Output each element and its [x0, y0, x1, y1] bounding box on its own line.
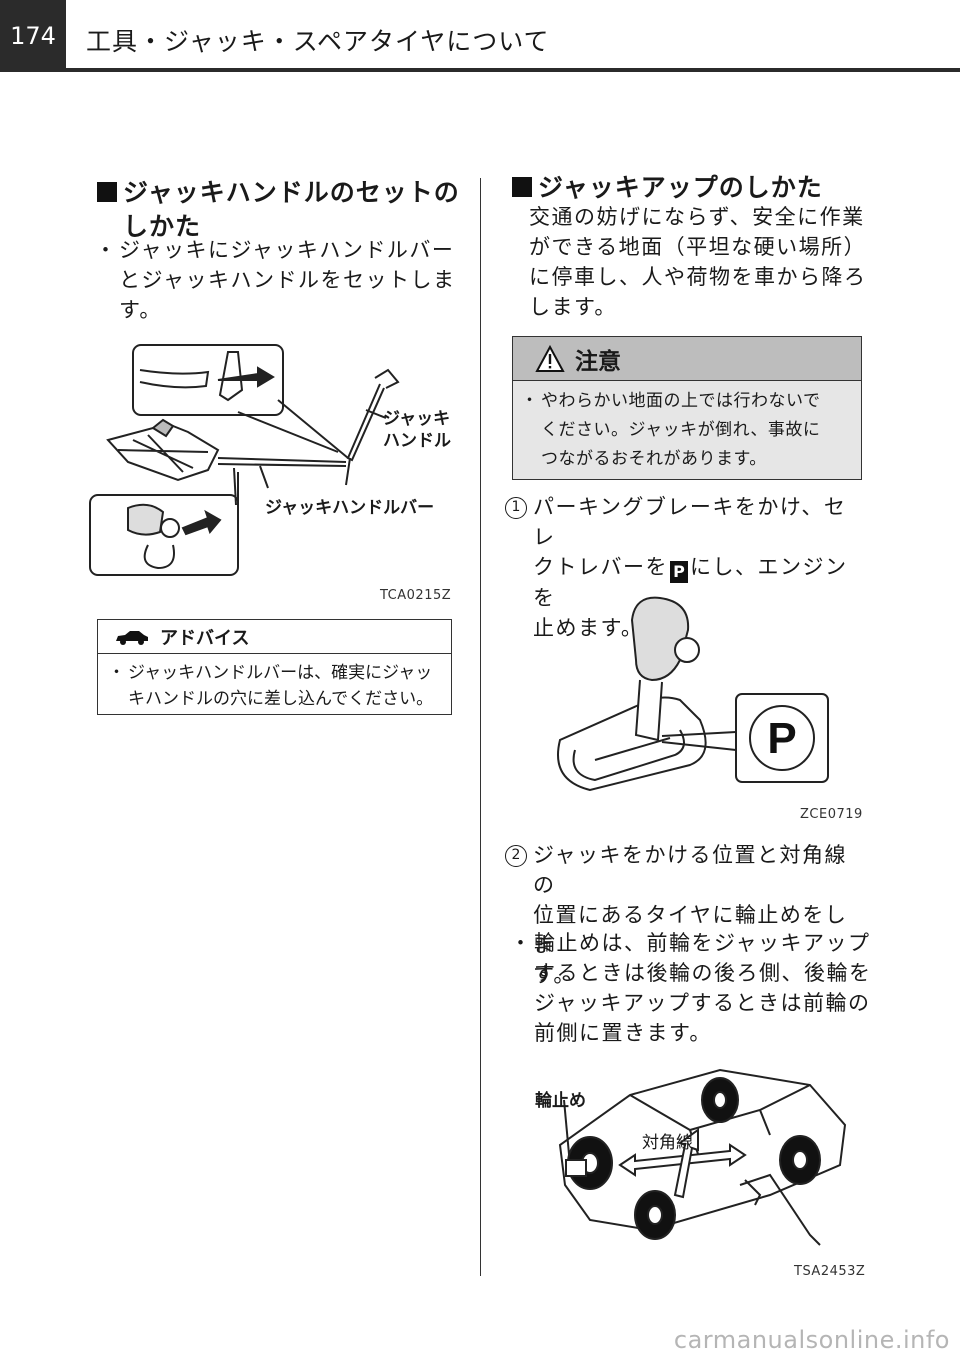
page-number: 174 [0, 0, 66, 72]
jack-up-intro: 交通の妨げにならず、安全に作業 ができる地面（平坦な硬い場所） に停車し、人や荷… [529, 205, 867, 319]
p-position-letter: P [767, 714, 796, 763]
car-icon [116, 630, 148, 645]
label-jack-handle-bar: ジャッキハンドルバー [265, 498, 435, 518]
warning-triangle-icon [535, 344, 565, 372]
watermark: carmanualsonline.info [673, 1326, 950, 1354]
square-bullet-icon [512, 177, 532, 197]
wheel-chock-car-figure [558, 1068, 847, 1246]
park-position-badge: P [670, 561, 688, 583]
column-divider [480, 178, 481, 1276]
label-wheel-chock: 輪止め [535, 1091, 586, 1111]
header-rule [66, 68, 960, 72]
step-number-2: 2 [505, 845, 527, 867]
advice-header: アドバイス [98, 620, 451, 654]
caution-box: 注意 やわらかい地面の上では行わないで ください。ジャッキが倒れ、事故に つなが… [512, 336, 862, 480]
section-heading-jack-up: ジャッキアップのしかた [512, 171, 823, 205]
figure-code-tca0215z: TCA0215Z [380, 588, 452, 603]
label-diagonal: 対角線 [642, 1133, 693, 1153]
caution-header: 注意 [513, 337, 861, 381]
step-number-1: 1 [505, 497, 527, 519]
advice-box: アドバイス ジャッキハンドルバーは、確実にジャッ キハンドルの穴に差し込んでくだ… [97, 619, 452, 715]
caution-body: やわらかい地面の上では行わないで ください。ジャッキが倒れ、事故に つながるおそ… [513, 381, 861, 474]
figure-code-tsa2453z: TSA2453Z [794, 1264, 866, 1279]
select-lever-figure: P [557, 596, 829, 792]
bullet-handle-set: ジャッキにジャッキハンドルバー とジャッキハンドルをセットしま す。 [95, 235, 457, 325]
square-bullet-icon [97, 182, 117, 202]
label-jack-handle: ジャッキ ハンドル [383, 409, 451, 451]
figure-code-zce0719: ZCE0719 [800, 807, 863, 822]
page-header-title: 工具・ジャッキ・スペアタイヤについて [86, 27, 550, 56]
jack-handle-figure [89, 344, 400, 576]
section-heading-handle-set: ジャッキハンドルのセットの [97, 176, 460, 210]
bullet-wheel-chock: 輪止めは、前輪をジャッキアップ するときは後輪の後ろ側、後輪を ジャッキアップす… [510, 928, 872, 1048]
advice-body: ジャッキハンドルバーは、確実にジャッ キハンドルの穴に差し込んでください。 [98, 654, 451, 712]
